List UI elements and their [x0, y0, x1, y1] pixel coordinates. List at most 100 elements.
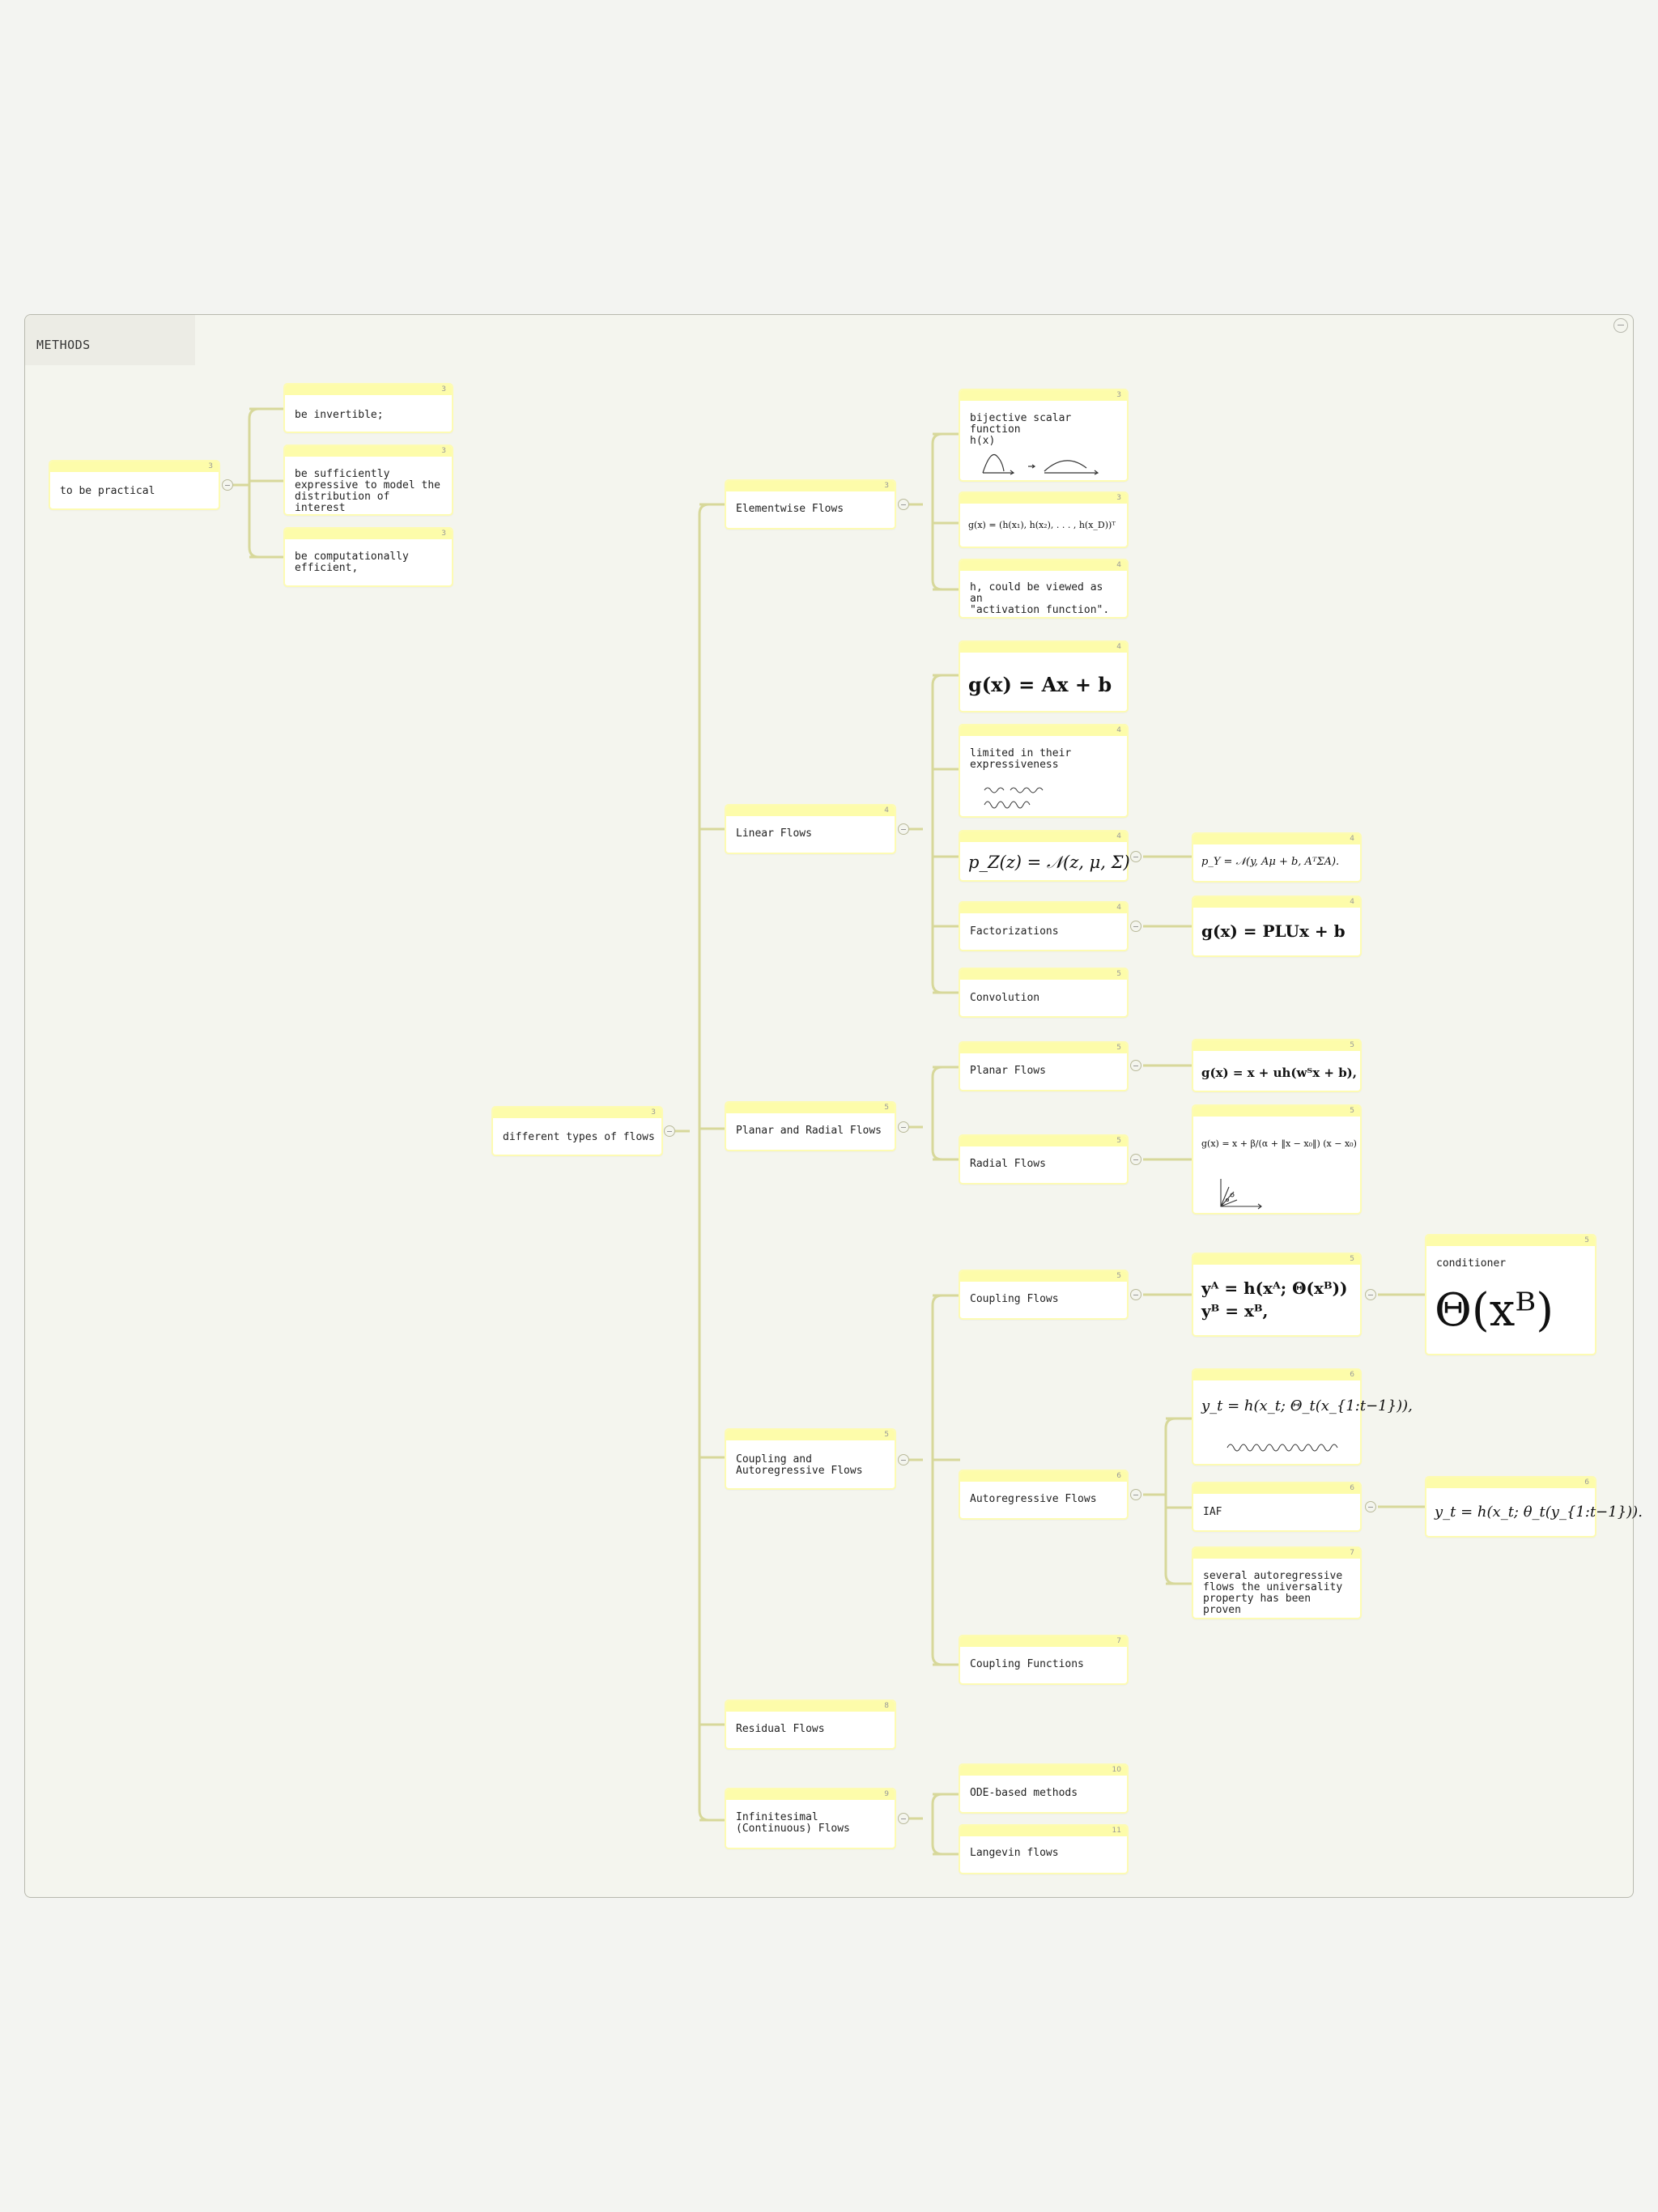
node-label: Radial Flows [970, 1158, 1046, 1170]
node-be-invertible[interactable]: 3 be invertible; [283, 383, 453, 433]
collapse-toggle[interactable] [1130, 921, 1141, 932]
node-level: 8 [884, 1702, 889, 1710]
node-limited-expressiveness[interactable]: 4 limited in their expressiveness [959, 724, 1129, 818]
node-infinitesimal-flows[interactable]: 9 Infinitesimal (Continuous) Flows [725, 1788, 896, 1849]
node-residual-flows[interactable]: 8 Residual Flows [725, 1699, 896, 1750]
handwritten-note-sketch [984, 787, 1044, 809]
node-autoregressive-flows[interactable]: 6 Autoregressive Flows [959, 1470, 1129, 1520]
formula: g(x) = (h(x₁), h(x₂), . . . , h(x_D))ᵀ [968, 520, 1116, 530]
node-label: be invertible; [295, 409, 384, 421]
frame-title-tab[interactable]: METHODS [25, 315, 195, 365]
node-coupling-functions[interactable]: 7 Coupling Functions [959, 1635, 1129, 1685]
node-level: 10 [1112, 1766, 1121, 1774]
collapse-toggle[interactable] [1130, 1060, 1141, 1071]
node-coupling-and-autoregressive-flows[interactable]: 5 Coupling and Autoregressive Flows [725, 1428, 896, 1490]
node-g-elementwise[interactable]: 3 g(x) = (h(x₁), h(x₂), . . . , h(x_D))ᵀ [959, 491, 1129, 548]
node-coupling-equations[interactable]: 5 yᴬ = h(xᴬ; Θ(xᴮ)) yᴮ = xᴮ, [1192, 1253, 1362, 1337]
collapse-toggle[interactable] [1130, 1289, 1141, 1300]
formula: g(x) = x + β/(α + ‖x − x₀‖) (x − x₀) [1201, 1138, 1357, 1149]
node-level: 5 [884, 1431, 889, 1439]
node-planar-and-radial-flows[interactable]: 5 Planar and Radial Flows [725, 1101, 896, 1151]
node-level: 9 [884, 1790, 889, 1798]
node-label: limited in their expressiveness [970, 747, 1072, 771]
node-label: Coupling Flows [970, 1293, 1059, 1305]
node-label: Factorizations [970, 925, 1059, 938]
node-langevin-flows[interactable]: 11 Langevin flows [959, 1824, 1129, 1874]
node-level: 4 [1350, 898, 1354, 906]
node-iaf-equation[interactable]: 6 y_t = h(x_t; θ_t(y_{1:t−1})). [1425, 1476, 1643, 1538]
node-level: 6 [1350, 1484, 1354, 1492]
node-level: 5 [884, 1104, 889, 1112]
node-label: several autoregressive flows the univers… [1203, 1570, 1343, 1616]
formula: yᴮ = xᴮ, [1201, 1301, 1269, 1321]
node-level: 4 [1350, 835, 1354, 843]
collapse-toggle[interactable] [898, 1121, 909, 1133]
node-be-expressive[interactable]: 3 be sufficiently expressive to model th… [283, 445, 453, 516]
node-several-autoregressive-flows[interactable]: 7 several autoregressive flows the unive… [1192, 1546, 1362, 1619]
node-level: 3 [441, 385, 446, 393]
node-g-radial[interactable]: 5 g(x) = x + β/(α + ‖x − x₀‖) (x − x₀) [1192, 1104, 1362, 1214]
node-label: conditioner [1436, 1257, 1507, 1270]
collapse-toggle[interactable] [222, 479, 233, 491]
formula: Θ(xᴮ) [1435, 1284, 1554, 1337]
collapse-frame-icon[interactable] [1613, 318, 1628, 333]
formula: g(x) = PLUx + b [1201, 921, 1346, 941]
node-g-linear[interactable]: 4 g(x) = Ax + b [959, 640, 1129, 713]
node-g-plu[interactable]: 4 g(x) = PLUx + b [1192, 895, 1362, 957]
node-bijective-scalar-function[interactable]: 3 bijective scalar function h(x) [959, 389, 1129, 482]
node-level: 4 [1116, 832, 1121, 840]
node-g-planar[interactable]: 5 g(x) = x + uh(wᵀx + b), [1192, 1039, 1362, 1092]
handwritten-note-sketch [1226, 1444, 1338, 1452]
node-iaf[interactable]: 6 IAF [1192, 1482, 1362, 1532]
node-level: 3 [208, 462, 213, 470]
node-py-gaussian[interactable]: 4 p_Y = 𝒩(y, Aμ + b, AᵀΣA). [1192, 832, 1362, 883]
frame-title: METHODS [36, 338, 91, 352]
node-factorizations[interactable]: 4 Factorizations [959, 901, 1129, 951]
collapse-toggle[interactable] [1130, 1489, 1141, 1500]
node-label: Infinitesimal (Continuous) Flows [736, 1811, 850, 1835]
node-level: 4 [1116, 643, 1121, 651]
node-level: 5 [1116, 970, 1121, 978]
node-label: Planar Flows [970, 1065, 1046, 1077]
node-level: 5 [1116, 1272, 1121, 1280]
node-planar-flows[interactable]: 5 Planar Flows [959, 1041, 1129, 1091]
collapse-toggle[interactable] [898, 1454, 909, 1465]
collapse-toggle[interactable] [1130, 851, 1141, 862]
collapse-toggle[interactable] [898, 1813, 909, 1824]
collapse-toggle[interactable] [1365, 1501, 1376, 1512]
node-level: 6 [1584, 1478, 1589, 1487]
formula: y_t = h(x_t; Θ_t(x_{1:t−1})), [1201, 1397, 1413, 1414]
node-activation-function[interactable]: 4 h, could be viewed as an "activation f… [959, 559, 1129, 619]
collapse-toggle[interactable] [1130, 1154, 1141, 1165]
node-autoregressive-equation[interactable]: 6 y_t = h(x_t; Θ_t(x_{1:t−1})), [1192, 1368, 1413, 1465]
node-coupling-flows[interactable]: 5 Coupling Flows [959, 1270, 1129, 1320]
node-linear-flows[interactable]: 4 Linear Flows [725, 804, 896, 854]
node-conditioner[interactable]: 5 conditioner Θ(xᴮ) [1425, 1234, 1596, 1355]
node-be-efficient[interactable]: 3 be computationally efficient, [283, 527, 453, 587]
node-different-types-of-flows[interactable]: 3 different types of flows [491, 1106, 663, 1156]
collapse-toggle[interactable] [898, 823, 909, 835]
node-convolution[interactable]: 5 Convolution [959, 968, 1129, 1018]
node-ode-based-methods[interactable]: 10 ODE-based methods [959, 1763, 1129, 1814]
node-pz-gaussian[interactable]: 4 p_Z(z) = 𝒩(z, μ, Σ) [959, 830, 1130, 882]
node-label: Convolution [970, 992, 1040, 1004]
node-to-be-practical[interactable]: 3 to be practical [49, 460, 220, 510]
node-radial-flows[interactable]: 5 Radial Flows [959, 1134, 1129, 1185]
node-label: to be practical [60, 485, 155, 497]
collapse-toggle[interactable] [898, 499, 909, 510]
node-elementwise-flows[interactable]: 3 Elementwise Flows [725, 479, 896, 530]
node-level: 5 [1116, 1137, 1121, 1145]
node-level: 5 [1116, 1044, 1121, 1052]
node-level: 7 [1350, 1549, 1354, 1557]
node-level: 6 [1116, 1472, 1121, 1480]
node-level: 4 [1116, 904, 1121, 912]
node-level: 4 [1116, 726, 1121, 734]
node-level: 11 [1112, 1827, 1121, 1835]
node-level: 6 [1350, 1371, 1354, 1379]
node-level: 7 [1116, 1637, 1121, 1645]
node-label: IAF [1203, 1506, 1222, 1518]
node-label: Autoregressive Flows [970, 1493, 1097, 1505]
collapse-toggle[interactable] [1365, 1289, 1376, 1300]
collapse-toggle[interactable] [664, 1125, 675, 1137]
node-level: 3 [884, 482, 889, 490]
